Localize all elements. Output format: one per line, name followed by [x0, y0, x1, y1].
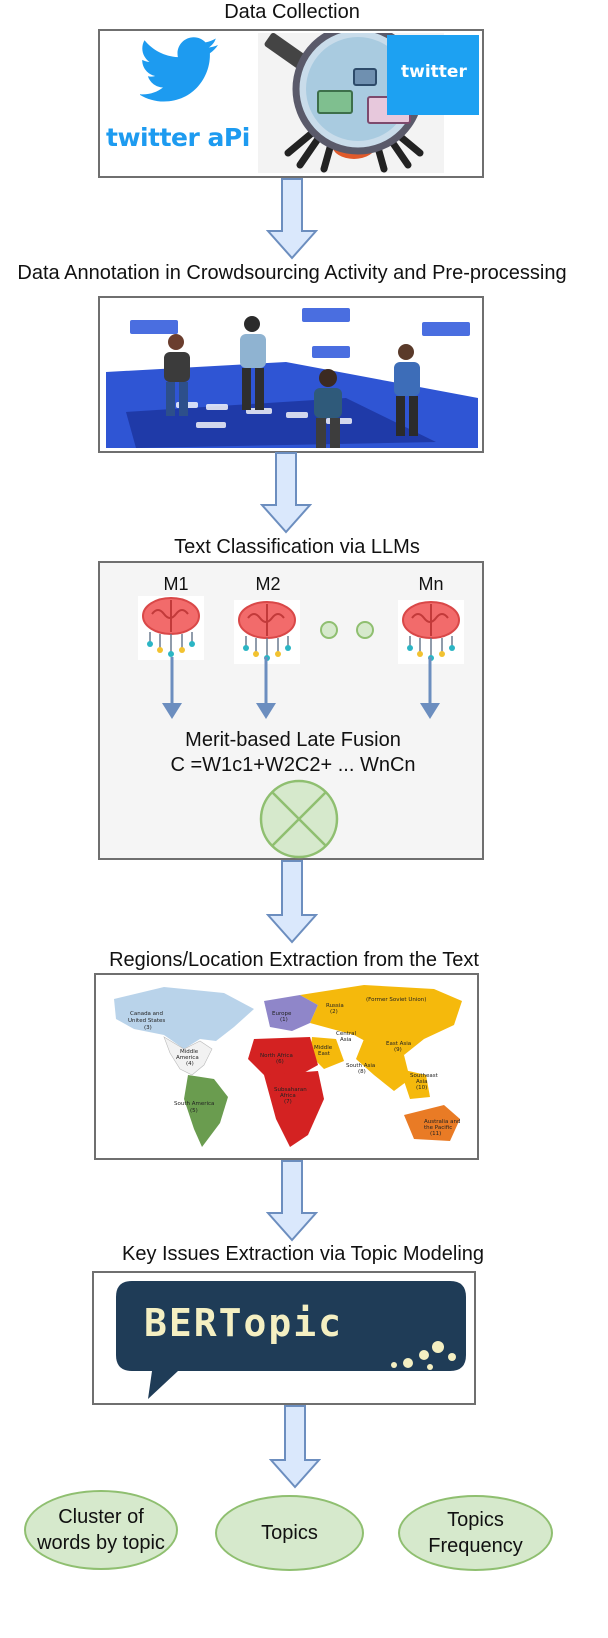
output-frequency-line1: Topics: [447, 1509, 504, 1531]
svg-text:East: East: [318, 1051, 331, 1057]
svg-text:(6): (6): [276, 1059, 284, 1065]
svg-text:South America: South America: [174, 1101, 214, 1107]
regions-title: Regions/Location Extraction from the Tex…: [109, 949, 479, 971]
svg-text:(Former Soviet Union): (Former Soviet Union): [366, 997, 426, 1003]
svg-text:South Asia: South Asia: [346, 1063, 375, 1069]
svg-text:the Pacific: the Pacific: [424, 1125, 452, 1131]
topic-modeling-title: Key Issues Extraction via Topic Modeling: [121, 1243, 485, 1265]
classification-title: Text Classification via LLMs: [174, 536, 420, 558]
svg-text:North Africa: North Africa: [260, 1053, 293, 1059]
data-collection-box: twitter aPi v2 twitter: [98, 29, 484, 178]
annotation-title: Data Annotation in Crowdsourcing Activit…: [17, 262, 567, 284]
ellipsis-dots-icon: [320, 621, 374, 639]
svg-text:(3): (3): [144, 1025, 152, 1031]
model-label-m1: M1: [163, 574, 189, 594]
flow-arrow-5: [269, 1405, 321, 1489]
svg-text:(5): (5): [190, 1108, 198, 1114]
llm-brain-icon-m2: [234, 600, 300, 664]
twitter-brand-text: twitter: [401, 62, 467, 82]
bertopic-logo-text: BERTopic: [144, 1301, 344, 1345]
fusion-operator-icon: [259, 779, 339, 859]
svg-text:East Asia: East Asia: [386, 1041, 411, 1047]
svg-text:(8): (8): [358, 1069, 366, 1075]
svg-text:Europe: Europe: [272, 1011, 292, 1017]
llm-brain-icon-m1: [138, 596, 204, 660]
annotation-box: [98, 296, 484, 453]
flow-arrow-1: [266, 178, 318, 260]
svg-text:United States: United States: [128, 1018, 165, 1024]
output-topics: Topics: [215, 1495, 364, 1571]
svg-text:(11): (11): [430, 1131, 441, 1137]
flow-arrow-3: [266, 860, 318, 944]
svg-text:(9): (9): [394, 1047, 402, 1053]
svg-text:(2): (2): [330, 1009, 338, 1015]
fusion-formula: C =W1c1+W2C2+ ... WnCn: [170, 754, 416, 776]
svg-text:Russia: Russia: [326, 1003, 344, 1009]
flow-arrow-2: [260, 452, 312, 534]
svg-text:Africa: Africa: [280, 1093, 296, 1099]
svg-text:(1): (1): [280, 1017, 288, 1023]
model-label-mn: Mn: [418, 574, 444, 594]
topic-modeling-box: BERTopic: [92, 1271, 476, 1405]
svg-text:Middle: Middle: [180, 1049, 199, 1055]
output-cluster-line2: words by topic: [37, 1532, 165, 1554]
svg-text:Middle: Middle: [314, 1045, 333, 1051]
model-output-arrows: [162, 657, 440, 719]
output-cluster-of-words: Cluster of words by topic: [24, 1490, 178, 1570]
svg-text:(4): (4): [186, 1061, 194, 1067]
twitter-brand-tile: twitter: [387, 35, 479, 115]
svg-text:Asia: Asia: [416, 1079, 428, 1085]
llm-brain-icon-mn: [398, 600, 464, 664]
classification-box: M1 M2 Mn Merit-based: [98, 561, 484, 860]
output-topics-frequency: Topics Frequency: [398, 1495, 553, 1571]
svg-text:(7): (7): [284, 1099, 292, 1105]
svg-text:Canada and: Canada and: [130, 1011, 163, 1017]
fusion-title: Merit-based Late Fusion: [185, 729, 401, 751]
data-collection-title: Data Collection: [224, 1, 360, 23]
svg-text:Australia and: Australia and: [424, 1119, 460, 1125]
model-label-m2: M2: [255, 574, 281, 594]
svg-text:Asia: Asia: [340, 1037, 352, 1043]
output-cluster-line1: Cluster of: [58, 1506, 144, 1528]
crowdsourcing-illustration: [106, 308, 478, 448]
svg-text:Southeast: Southeast: [410, 1073, 439, 1079]
bertopic-speech-bubble: [116, 1281, 466, 1399]
svg-text:Central: Central: [336, 1031, 356, 1037]
flow-arrow-4: [266, 1160, 318, 1242]
output-topics-label: Topics: [261, 1522, 318, 1544]
svg-text:(10): (10): [416, 1085, 427, 1091]
output-frequency-line2: Frequency: [428, 1535, 523, 1557]
twitter-bird-icon: [140, 37, 218, 102]
svg-text:Subsaharan: Subsaharan: [274, 1087, 307, 1093]
svg-text:America: America: [176, 1055, 199, 1061]
